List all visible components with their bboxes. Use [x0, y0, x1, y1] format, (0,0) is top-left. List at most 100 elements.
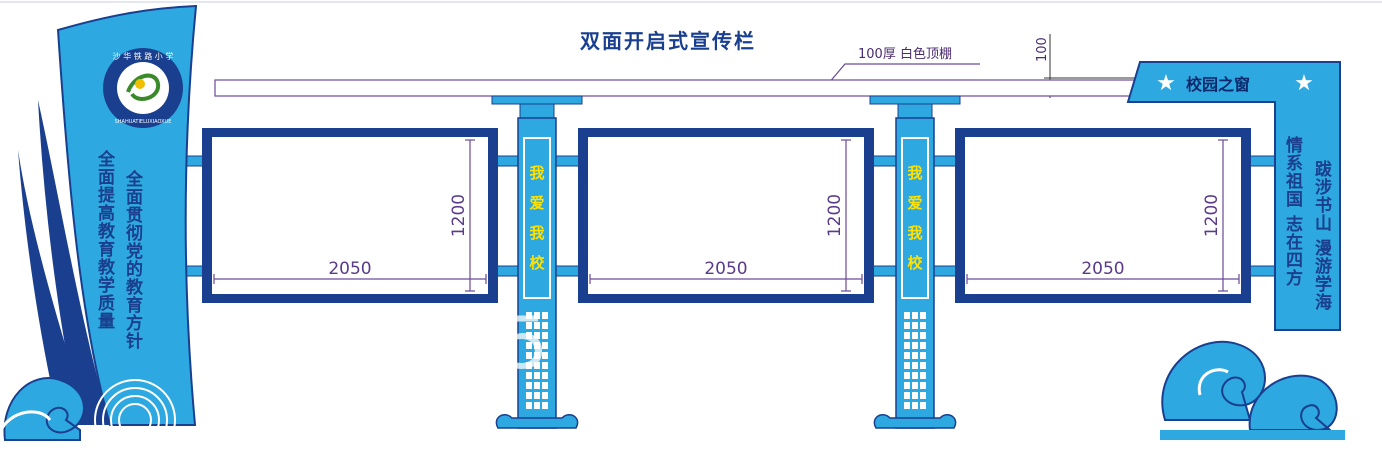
pillar-grid-cell [534, 362, 540, 369]
right-cloud-swirl-large [1161, 340, 1266, 421]
pillar-grid-cell [920, 332, 926, 339]
pillar-grid-cell [526, 352, 532, 359]
pillar-text-frame [901, 137, 929, 299]
right-decoration: ★ ★ 校园之窗 情系祖国 志在四方 跋涉书山 漫游学海 [1126, 61, 1345, 440]
pillar-grid-cell [526, 402, 532, 409]
pillar-grid-cell [542, 342, 548, 349]
left-wing-mid [38, 100, 110, 425]
pillar-grid-cell [912, 392, 918, 399]
panel-width-label: 2050 [328, 259, 371, 279]
pillar-cap [491, 95, 583, 105]
pillar-grid-cell [912, 332, 918, 339]
pillar-grid-cell [542, 372, 548, 379]
panel-glass [965, 137, 1241, 294]
roof-note: 100厚 白色顶棚 [858, 46, 952, 62]
logo-text: 沙 华 铁 路 小 学 [113, 51, 174, 61]
logo-subtext: SHAHUATIELUXIAOXUE [115, 119, 172, 125]
pillar-grid-cell [904, 402, 910, 409]
pillar-char: 我 [907, 224, 922, 242]
panel-width-label: 2050 [704, 259, 747, 279]
pillar-foot [873, 414, 957, 429]
pillar-grid-cell [912, 342, 918, 349]
pillar-grid-cell [542, 312, 548, 319]
pillar-grid-cell [534, 312, 540, 319]
pillar-grid-cell [912, 372, 918, 379]
pillar-grid-cell [920, 382, 926, 389]
roof-dim-label: 100 [1035, 37, 1050, 62]
pillar-grid-cell [534, 392, 540, 399]
left-decoration: 沙 华 铁 路 小 学 SHAHUATIELUXIAOXUE 全面提高教育教学质… [0, 4, 198, 458]
pillar-grid-cell [904, 372, 910, 379]
pillar-grid-cell [542, 332, 548, 339]
pillar-grid-cell [912, 382, 918, 389]
watermark: 15 5 1 8 [370, 301, 716, 385]
roof-note-leader [827, 63, 980, 85]
panel-height-label: 1200 [449, 194, 469, 237]
pillar-grid-cell [542, 352, 548, 359]
left-cloud-swirl [3, 377, 85, 441]
pillar-grid-cell [542, 382, 548, 389]
pillar-grid-cell [904, 392, 910, 399]
pillar-grid-cell [526, 332, 532, 339]
pillar-grid-cell [904, 332, 910, 339]
pillar-cap [869, 95, 961, 105]
star-icon-right: ★ [1294, 71, 1314, 96]
pillar-grid-cell [920, 362, 926, 369]
pillar-grid-cell [920, 312, 926, 319]
pillar-grid-cell [920, 352, 926, 359]
logo-emblem [126, 73, 161, 101]
pillar-grid-cell [526, 322, 532, 329]
right-sign-header [1150, 66, 1335, 98]
pillar-char: 校 [529, 254, 545, 272]
pillar-char: 爱 [907, 194, 922, 212]
panel-glass [588, 137, 864, 294]
pillar-grid-cell [920, 342, 926, 349]
left-wave-pattern [94, 379, 176, 458]
panel: 2050 1200 [202, 128, 498, 303]
pillar-grid-cell [904, 322, 910, 329]
pillar-grid-cell [920, 322, 926, 329]
school-logo: 沙 华 铁 路 小 学 SHAHUATIELUXIAOXUE [103, 48, 183, 128]
pillar-grid-cell [904, 342, 910, 349]
pillar-grid-cell [534, 382, 540, 389]
pillar-grid-cell [542, 402, 548, 409]
panel-height-label: 1200 [1202, 194, 1222, 237]
pillar-char: 我 [529, 164, 544, 182]
pillar-grid-cell [526, 362, 532, 369]
pillar-grid-cell [534, 372, 540, 379]
star-icon-left: ★ [1156, 71, 1176, 96]
pillar-grid-cell [912, 402, 918, 409]
pillar-grid-cell [526, 372, 532, 379]
pillar-grid-cell [542, 322, 548, 329]
left-wing-back [18, 150, 90, 425]
pillar-grid-cell [920, 372, 926, 379]
pillar-grid-cell [534, 332, 540, 339]
pillar-grid-cell [534, 352, 540, 359]
pillar-text-frame [523, 137, 551, 299]
pillar-grid-cell [526, 312, 532, 319]
right-poem-col2: 跋涉书山 漫游学海 [1311, 159, 1332, 311]
pillar-grid-cell [920, 402, 926, 409]
pillar-grid-cell [904, 312, 910, 319]
left-slogan-inner: 全面贯彻党的教育方针 [122, 169, 144, 350]
right-sign-board [1126, 61, 1341, 331]
pillar-grid-cell [912, 352, 918, 359]
left-slogan-outer: 全面提高教育教学质量 [94, 149, 116, 330]
pillar-grid-cell [912, 322, 918, 329]
right-cloud-highlight [1197, 368, 1229, 396]
roof-canopy [214, 79, 1146, 97]
pillar-grid-cell [534, 342, 540, 349]
pillar-grid-cell [904, 362, 910, 369]
pillar-foot [495, 414, 579, 429]
pillar-char: 我 [907, 164, 922, 182]
pillar-grid-cell [542, 362, 548, 369]
right-sign-title: 校园之窗 [1186, 75, 1250, 94]
pillar-grid-cell [526, 342, 532, 349]
pillar-grid-cell [920, 392, 926, 399]
